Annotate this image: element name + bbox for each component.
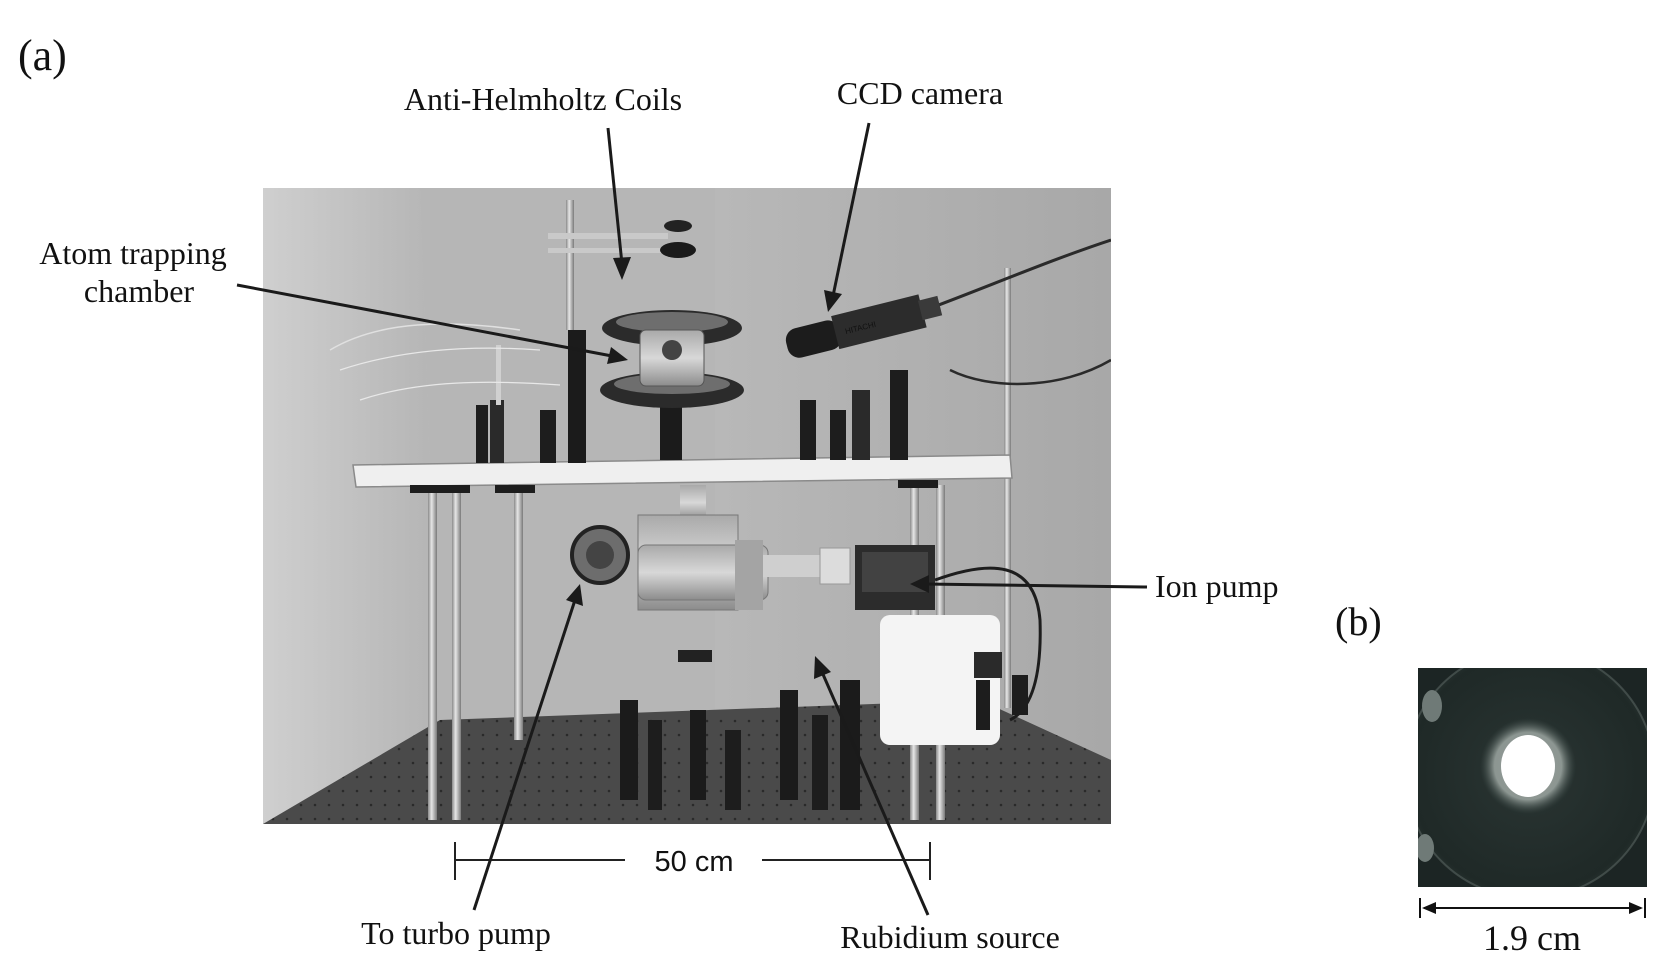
label-atom-trapping-line1: Atom trapping [39,235,227,271]
apparatus-photo: HITACHI [263,188,1111,824]
label-rubidium-source: Rubidium source [840,919,1060,955]
mot-image [1418,668,1647,887]
callout-arrows [236,122,1148,916]
label-anti-helmholtz-coils: Anti-Helmholtz Coils [404,81,682,117]
label-to-turbo-pump: To turbo pump [361,915,551,951]
panel-label-b: (b) [1335,599,1382,644]
label-ccd-camera: CCD camera [837,75,1003,111]
label-ion-pump: Ion pump [1155,568,1279,604]
scale-bar-50cm [454,842,931,880]
scale-bar-50cm-label: 50 cm [655,846,734,878]
panel-label-a: (a) [18,31,67,80]
label-atom-trapping-line2: chamber [84,273,195,309]
scale-bar-1p9cm [1419,898,1646,918]
scale-bar-1p9cm-label: 1.9 cm [1483,918,1581,958]
